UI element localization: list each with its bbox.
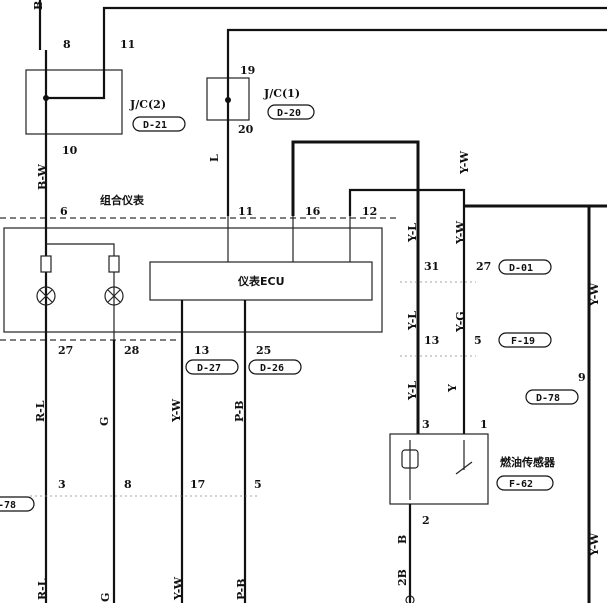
wire-label-b: B [396, 535, 409, 544]
ref-d78 [525, 389, 579, 405]
ref-d27-label: D-27 [197, 363, 221, 374]
ref-d27 [185, 359, 239, 375]
pin-p31: 31 [424, 260, 439, 273]
sensor-coil-icon [401, 449, 419, 469]
pin-b8: 8 [124, 478, 132, 491]
ref-d01 [498, 259, 552, 275]
pin-s2: 2 [422, 514, 430, 527]
wire-yw-loop [291, 140, 420, 440]
pin-cl-12: 12 [362, 205, 377, 218]
jc2-label: J/C(2) [129, 98, 166, 111]
wire-label-pb-bot: P-B [235, 578, 248, 600]
lamp-1-cross [39, 289, 53, 303]
pin-jc2-in-a: 8 [63, 38, 71, 51]
ref-d78-left [0, 496, 35, 512]
wire-label-yw-b: Y-W [454, 220, 467, 245]
jc2-junction-dot [43, 95, 49, 101]
wire-label-g-bot: G [99, 593, 112, 602]
jc1-label: J/C(1) [263, 87, 300, 100]
ref-f62 [496, 475, 554, 491]
pin-p27: 27 [476, 260, 491, 273]
wire-label-g: G [98, 417, 111, 426]
pin-s1: 1 [480, 418, 488, 431]
pin-jc1-in: 19 [240, 64, 255, 77]
jc2-ref: D-21 [143, 120, 167, 131]
ground-terminal [405, 595, 415, 603]
wire-jc2-b [46, 50, 106, 100]
pin-p13: 13 [424, 334, 439, 347]
pin-b17: 17 [190, 478, 205, 491]
pin-p5: 5 [474, 334, 482, 347]
pin-jc1-out: 20 [238, 123, 254, 136]
wire-label-pb: P-B [233, 400, 246, 422]
pin-s3: 3 [422, 418, 430, 431]
ecu-box [149, 261, 373, 301]
pin-top-left-b: B [32, 1, 45, 10]
pin-jc2-out: 10 [62, 144, 78, 157]
wire-label-rl-bot: R-L [36, 578, 49, 600]
ref-d78-left-label: -78 [0, 500, 16, 511]
ref-d26 [248, 359, 302, 375]
wire-label-l: L [208, 154, 221, 162]
wire-label-yg: Y-G [454, 311, 467, 333]
ref-d01-label: D-01 [509, 263, 533, 274]
pin-jc2-in-b: 11 [120, 38, 135, 51]
wire-yl-loop [348, 188, 466, 440]
wire-label-yl-a: Y-L [406, 223, 419, 243]
wire-label-yw-right: Y-W [588, 282, 601, 307]
wire-label-bw: B-W [36, 164, 49, 190]
wire-label-yw-bot: Y-W [588, 532, 601, 557]
pin-cl-6: 6 [60, 205, 68, 218]
pin-ecu-25: 25 [256, 344, 271, 357]
wire-top-bus-1 [102, 6, 607, 50]
pin-b3: 3 [58, 478, 66, 491]
ref-f19-label: F-19 [511, 336, 535, 347]
pin-p9: 9 [578, 371, 586, 384]
wire-label-rl: R-L [34, 400, 47, 422]
ref-d20 [267, 104, 315, 120]
pin-b5: 5 [254, 478, 262, 491]
pin-g2b: 2B [396, 569, 409, 586]
pin-ecu-13: 13 [194, 344, 209, 357]
jc2-box [25, 69, 123, 135]
wire-label-y: Y [446, 384, 459, 393]
wire-label-yl-c: Y-L [406, 381, 419, 401]
wire-label-yw-top: Y-W [458, 150, 471, 175]
ref-f19 [498, 332, 552, 348]
lamp-1-icon [36, 286, 56, 306]
cluster-label: 组合仪表 [100, 193, 145, 207]
lamp-2-resistor [108, 255, 120, 273]
lamp-2-cross [107, 289, 121, 303]
sensor-wiper [455, 440, 473, 475]
wire-top-bus-2 [226, 28, 607, 60]
fuel-sensor-ref: F-62 [509, 479, 533, 490]
pin-cl-16: 16 [305, 205, 321, 218]
ref-d78-label: D-78 [536, 393, 560, 404]
wire-label-yw-c: Y-W [170, 398, 183, 423]
fuel-sensor-label: 燃油传感器 [499, 455, 556, 469]
pin-cl-27: 27 [58, 344, 73, 357]
wire-lamp-bus [46, 243, 115, 340]
cluster-inner-box [3, 227, 383, 333]
wire-label-yl-b: Y-L [406, 311, 419, 331]
ecu-label: 仪表ECU [237, 274, 285, 288]
jc1-ref: D-20 [277, 108, 301, 119]
ref-d26-label: D-26 [260, 363, 284, 374]
jc1-junction-dot [225, 97, 231, 103]
pin-cl-28: 28 [124, 344, 140, 357]
pin-cl-11: 11 [238, 205, 253, 218]
fuel-sensor-box [389, 433, 489, 505]
wire-label-yw-bot2: Y-W [172, 576, 185, 601]
lamp-2-icon [104, 286, 124, 306]
lamp-1-resistor [40, 255, 52, 273]
ref-d21 [132, 116, 186, 132]
